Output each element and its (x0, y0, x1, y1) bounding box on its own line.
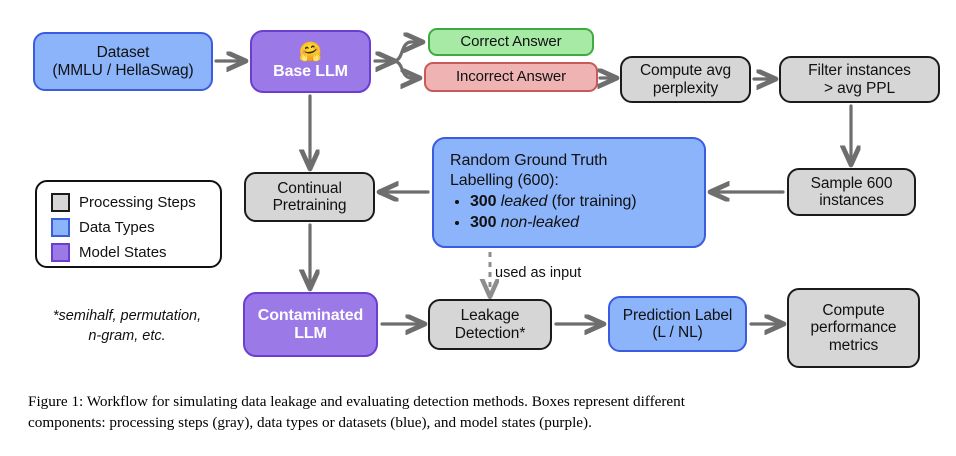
node-sample-instances-line2: instances (819, 192, 884, 209)
legend: Processing Steps Data Types Model States (35, 180, 222, 268)
list-item: 300 non-leaked (470, 213, 637, 234)
bullet-0-rest: (for training) (547, 193, 637, 211)
bullet-0-emph: leaked (500, 193, 548, 211)
legend-swatch-blue-icon (51, 218, 70, 237)
node-compute-metrics-line1: Compute (822, 301, 885, 319)
node-compute-metrics[interactable]: Compute performance metrics (787, 288, 920, 368)
node-compute-metrics-line2: performance (810, 319, 897, 337)
legend-item-data-types: Data Types (51, 215, 220, 240)
node-filter-instances-line2: > avg PPL (823, 79, 896, 97)
legend-label-data-types: Data Types (79, 219, 155, 236)
node-contaminated-llm-line1: Contaminated (257, 306, 364, 324)
legend-label-model-states: Model States (79, 244, 167, 261)
node-incorrect-answer[interactable]: Incorrect Answer (424, 62, 598, 92)
list-item: 300 leaked (for training) (470, 192, 637, 213)
figure-caption: Figure 1: Workflow for simulating data l… (28, 392, 928, 433)
legend-swatch-purple-icon (51, 243, 70, 262)
node-compute-metrics-line3: metrics (828, 336, 879, 354)
node-dataset-line2: (MMLU / HellaSwag) (52, 61, 194, 79)
node-base-llm[interactable]: 🤗 Base LLM (250, 30, 371, 93)
node-continual-pretraining[interactable]: Continual Pretraining (244, 172, 375, 222)
node-filter-instances-line1: Filter instances (808, 62, 911, 80)
node-leakage-detection-line2: Detection* (454, 324, 526, 342)
node-continual-pretraining-line2: Pretraining (272, 197, 347, 214)
node-leakage-detection-line1: Leakage (460, 307, 520, 325)
arrow-base-llm-to-incorrect (391, 59, 418, 78)
arrow-base-llm-to-correct (391, 42, 421, 63)
node-sample-instances[interactable]: Sample 600 instances (787, 168, 916, 216)
node-compute-perplexity-line1: Compute avg (639, 62, 732, 80)
footnote-detection-methods: *semihalf, permutation, n-gram, etc. (32, 307, 222, 346)
legend-swatch-gray-icon (51, 193, 70, 212)
legend-item-model-states: Model States (51, 240, 220, 265)
node-base-llm-label: Base LLM (273, 62, 348, 80)
node-incorrect-answer-label: Incorrect Answer (455, 67, 567, 85)
footnote-line2: n-gram, etc. (88, 327, 166, 344)
node-compute-perplexity-line2: perplexity (652, 79, 719, 97)
node-continual-pretraining-line1: Continual (277, 179, 342, 197)
node-sample-instances-line1: Sample 600 (810, 174, 893, 192)
legend-label-processing-steps: Processing Steps (79, 194, 196, 211)
node-correct-answer[interactable]: Correct Answer (428, 28, 594, 56)
bullet-1-count: 300 (470, 214, 497, 231)
node-compute-perplexity[interactable]: Compute avg perplexity (620, 56, 751, 103)
node-dataset-line1: Dataset (96, 44, 150, 62)
node-prediction-label-line2: (L / NL) (652, 324, 703, 341)
node-random-ground-truth[interactable]: Random Ground Truth Labelling (600): 300… (432, 137, 706, 248)
legend-item-processing-steps: Processing Steps (51, 190, 220, 215)
hugging-face-emoji-icon: 🤗 (298, 41, 323, 63)
node-random-ground-truth-line1: Random Ground Truth (450, 152, 608, 170)
caption-line-2: components: processing steps (gray), dat… (28, 413, 592, 431)
node-random-ground-truth-bullets: 300 leaked (for training) 300 non-leaked (450, 192, 637, 234)
footnote-line1: *semihalf, permutation, (52, 308, 202, 324)
node-filter-instances[interactable]: Filter instances > avg PPL (779, 56, 940, 103)
node-dataset[interactable]: Dataset (MMLU / HellaSwag) (33, 32, 213, 91)
node-contaminated-llm[interactable]: Contaminated LLM (243, 292, 378, 357)
bullet-1-emph: non-leaked (500, 214, 579, 231)
node-prediction-label[interactable]: Prediction Label (L / NL) (608, 296, 747, 352)
workflow-diagram: Dataset (MMLU / HellaSwag) 🤗 Base LLM Co… (0, 0, 956, 385)
bullet-0-count: 300 (470, 193, 497, 211)
node-random-ground-truth-line2: Labelling (600): (450, 172, 559, 190)
node-prediction-label-line1: Prediction Label (622, 306, 733, 324)
label-used-as-input: used as input (495, 265, 582, 281)
node-leakage-detection[interactable]: Leakage Detection* (428, 299, 552, 350)
node-correct-answer-label: Correct Answer (460, 32, 562, 50)
caption-line-1: Figure 1: Workflow for simulating data l… (28, 393, 685, 410)
node-contaminated-llm-line2: LLM (294, 324, 327, 342)
